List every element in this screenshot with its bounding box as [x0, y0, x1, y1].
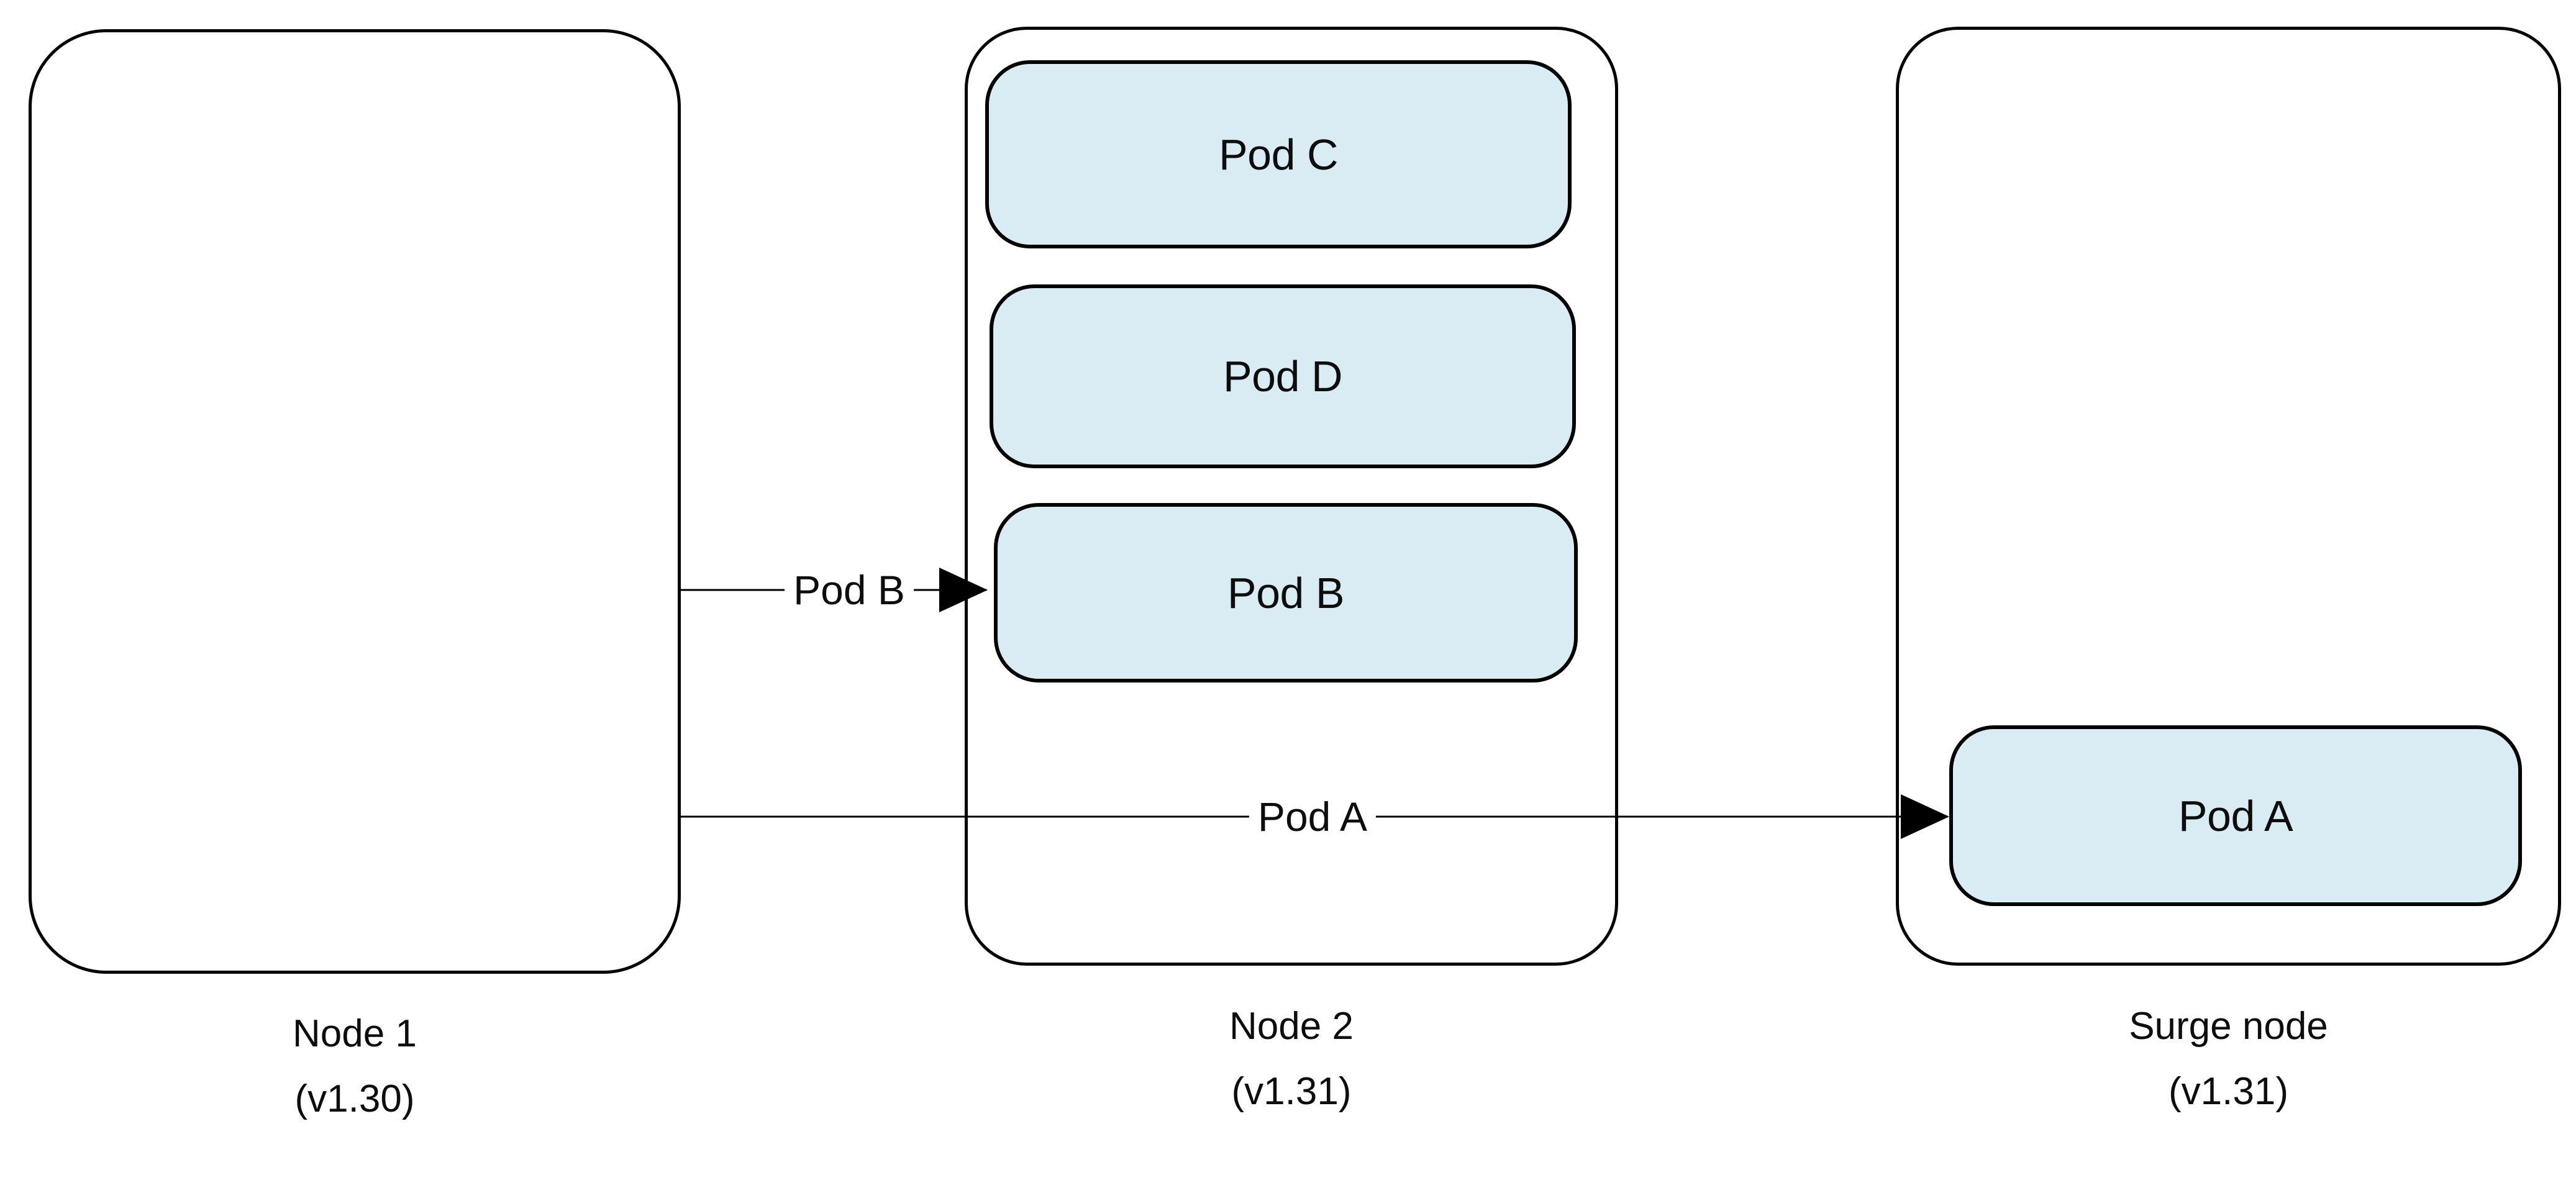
edge-label-pod-a: Pod A [1249, 792, 1377, 841]
node-1-container[interactable] [29, 29, 681, 974]
edge-label-pod-b: Pod B [785, 566, 914, 614]
pod-b-label: Pod B [1227, 568, 1345, 617]
pod-d-box[interactable]: Pod D [990, 284, 1576, 468]
pod-a-label: Pod A [2178, 791, 2293, 840]
surge-node-caption: Surge node (v1.31) [1896, 994, 2561, 1124]
surge-node-name: Surge node [2129, 1005, 2328, 1048]
pod-d-label: Pod D [1222, 352, 1343, 401]
node-1-name: Node 1 [293, 1012, 417, 1055]
pod-b-box[interactable]: Pod B [994, 503, 1578, 682]
surge-node-version: (v1.31) [2169, 1070, 2288, 1113]
node-1-caption: Node 1 (v1.30) [29, 1001, 681, 1131]
node-2-caption: Node 2 (v1.31) [965, 994, 1618, 1124]
node-1-version: (v1.30) [294, 1077, 415, 1120]
pod-c-box[interactable]: Pod C [985, 60, 1572, 248]
pod-c-label: Pod C [1218, 130, 1339, 179]
node-2-name: Node 2 [1229, 1005, 1354, 1048]
node-2-version: (v1.31) [1231, 1070, 1352, 1113]
pod-a-box[interactable]: Pod A [1949, 725, 2522, 906]
